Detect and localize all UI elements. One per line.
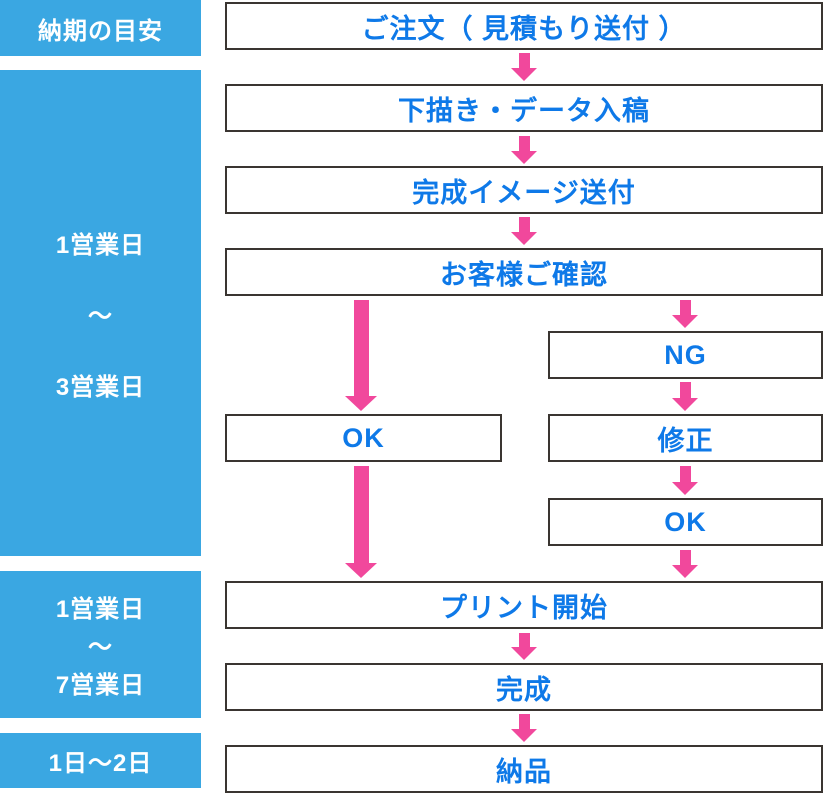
delivery-phase-label: 1日～2日 [48, 750, 153, 777]
flow-step-completion: 完成 [225, 663, 823, 711]
flow-step-revision-label: 修正 [657, 425, 714, 456]
flow-step-completion-label: 完成 [496, 674, 552, 705]
flow-step-ok-after-revision: OK [548, 498, 823, 546]
design-phase-line1: 1営業日 [55, 231, 146, 259]
production-phase-line3: 7営業日 [55, 672, 146, 699]
flow-step-order-label: ご注文（ 見積もり送付 ） [361, 13, 687, 44]
sidebar-header-block: 納期の目安 [0, 0, 201, 56]
flow-step-revision: 修正 [548, 414, 823, 462]
flow-step-print-label: プリント開始 [440, 592, 608, 623]
flow-step-ok-direct-label: OK [342, 422, 385, 453]
sidebar-design-phase-block: 1営業日 ～ 3営業日 [0, 70, 201, 556]
down-arrow-icon [511, 714, 537, 742]
down-arrow-ng-icon [672, 300, 698, 328]
flow-step-draft-label: 下描き・データ入稿 [398, 95, 650, 126]
down-arrow-ng-icon [672, 466, 698, 495]
flow-step-ng-label: NG [664, 339, 707, 370]
flow-step-confirm-label: お客様ご確認 [440, 259, 608, 290]
flow-step-print-start: プリント開始 [225, 581, 823, 629]
production-phase-tilde: ～ [88, 634, 113, 661]
flow-step-ok-after-revision-label: OK [664, 506, 707, 537]
design-phase-tilde: ～ [88, 302, 113, 330]
flow-step-order: ご注文（ 見積もり送付 ） [225, 2, 823, 50]
down-arrow-ng-icon [672, 550, 698, 578]
design-phase-line3: 3営業日 [55, 373, 146, 401]
flow-step-delivery-label: 納品 [496, 756, 552, 787]
flow-step-draft-data-submission: 下描き・データ入稿 [225, 84, 823, 132]
flow-step-customer-confirmation: お客様ご確認 [225, 248, 823, 296]
down-arrow-ng-icon [672, 382, 698, 411]
down-arrow-long-ok-icon [345, 300, 377, 411]
flow-step-ng: NG [548, 331, 823, 379]
down-arrow-icon [511, 633, 537, 660]
down-arrow-icon [511, 217, 537, 245]
flow-step-delivery: 納品 [225, 745, 823, 793]
down-arrow-icon [511, 136, 537, 164]
flow-step-final-image-sent: 完成イメージ送付 [225, 166, 823, 214]
sidebar-production-phase-block: 1営業日 ～ 7営業日 [0, 571, 201, 718]
sidebar-delivery-phase-block: 1日～2日 [0, 733, 201, 788]
flow-step-ok-direct: OK [225, 414, 502, 462]
sidebar-header-label: 納期の目安 [38, 17, 163, 45]
flow-step-image-label: 完成イメージ送付 [412, 177, 636, 208]
production-phase-line1: 1営業日 [55, 596, 146, 623]
down-arrow-long-ok-icon [345, 466, 377, 578]
down-arrow-icon [511, 53, 537, 81]
